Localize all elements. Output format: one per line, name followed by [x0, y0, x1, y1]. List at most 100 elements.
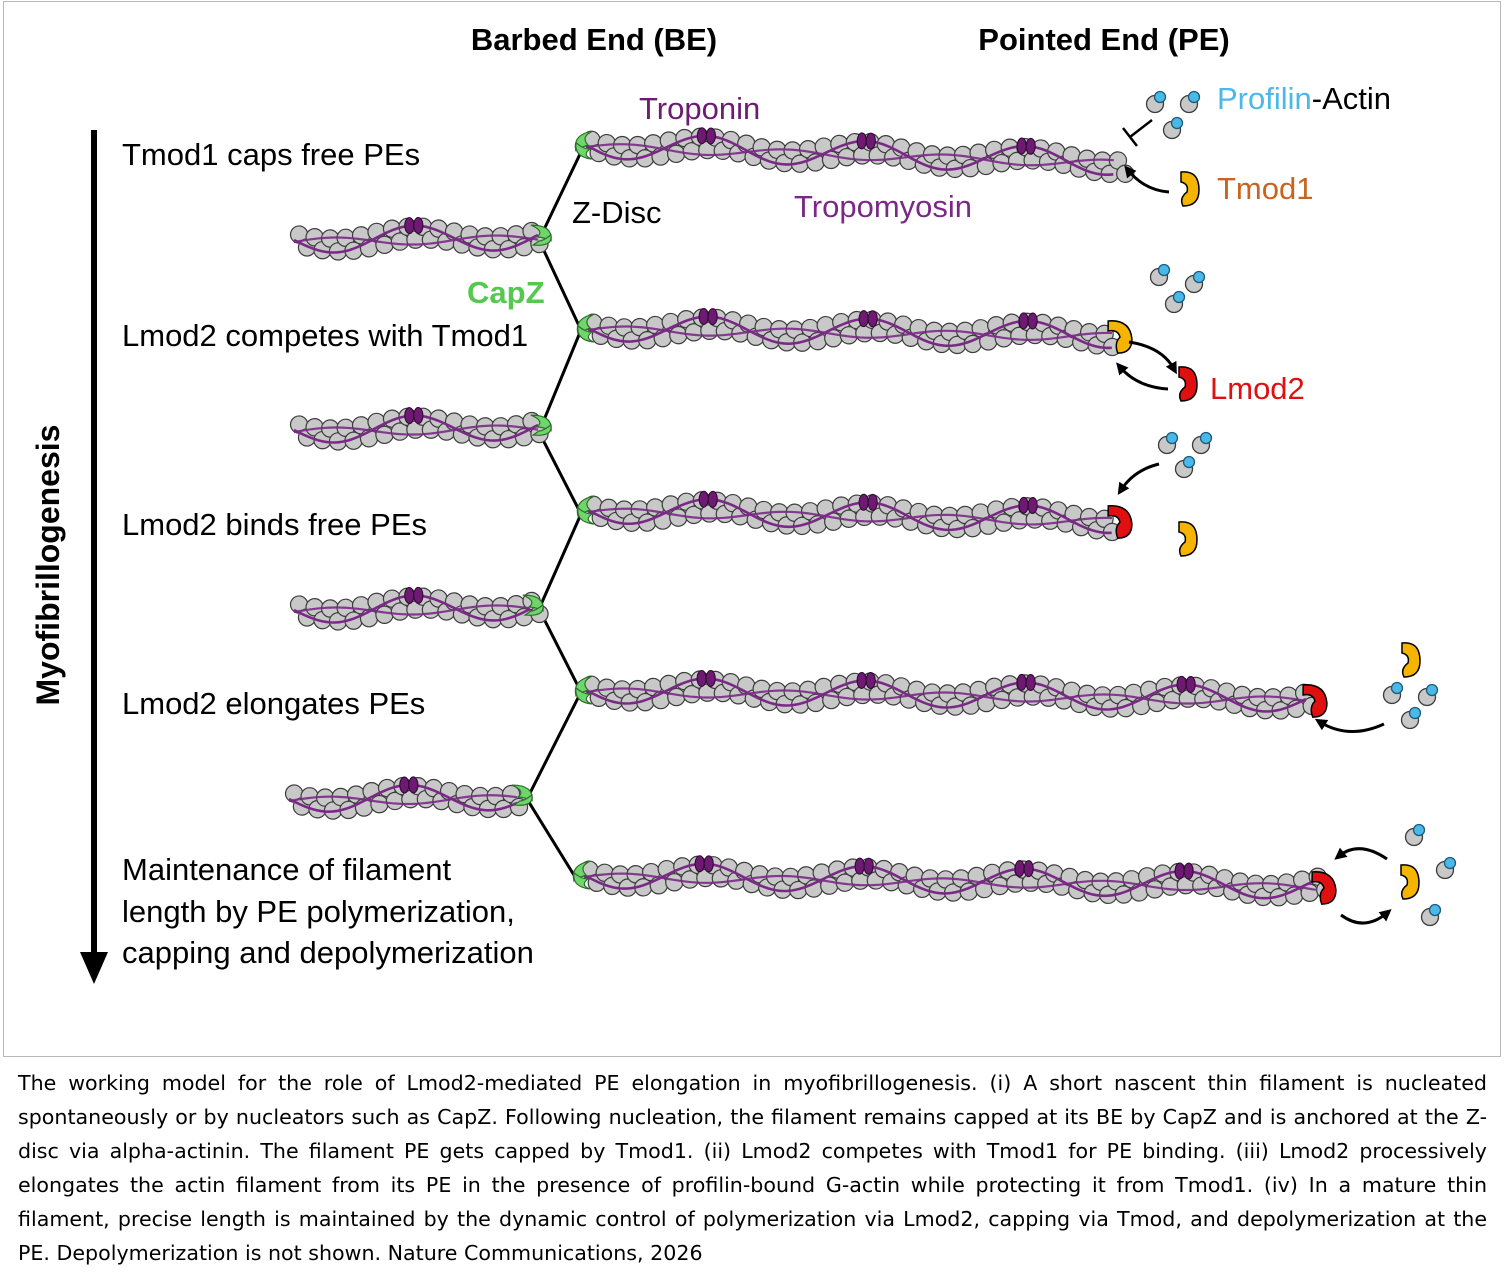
- actin-monomer: [667, 687, 686, 707]
- troponin-subunit: [863, 857, 874, 875]
- profilin-actin-complex: [1191, 431, 1213, 455]
- profilin-actin-label: Profilin-Actin: [1217, 81, 1391, 116]
- troponin-subunit: [1174, 862, 1185, 880]
- profilin-actin-complex: [1145, 90, 1167, 114]
- figure-caption: The working model for the role of Lmod2-…: [18, 1071, 1487, 1265]
- capz-cap: [573, 871, 591, 890]
- lmod2-cap: [1107, 505, 1133, 539]
- barbed-end-header: Barbed End (BE): [471, 22, 717, 57]
- actin-filaments: [284, 127, 1337, 907]
- troponin-subunit: [413, 406, 424, 424]
- troponin-subunit: [867, 310, 878, 328]
- tropomyosin-strand: [293, 604, 531, 616]
- troponin-subunit: [858, 310, 869, 328]
- troponin-subunit: [854, 857, 865, 875]
- troponin-subunit: [696, 127, 707, 145]
- z-disc-line: [525, 151, 583, 881]
- troponin-subunit: [707, 308, 718, 326]
- step-3-label: Lmod2 binds free PEs: [122, 507, 427, 542]
- tropomyosin-strand: [293, 424, 539, 436]
- step-4-label: Lmod2 elongates PEs: [122, 686, 425, 721]
- actin-monomer: [375, 235, 394, 255]
- capz-cap: [511, 784, 533, 802]
- actin-monomer: [370, 794, 389, 814]
- capz-cap: [577, 324, 595, 343]
- troponin-subunit: [865, 672, 876, 690]
- lmod2-cap: [1311, 871, 1337, 905]
- capz-label: CapZ: [467, 275, 545, 310]
- step-5-label-line-3: capping and depolymerization: [122, 935, 534, 970]
- profilin-label: Profilin: [1217, 81, 1312, 116]
- myofibrillogenesis-label: Myofibrillogenesis: [30, 425, 66, 706]
- capz-cap: [577, 506, 594, 525]
- tropomyosin-label: Tropomyosin: [794, 189, 972, 224]
- troponin-subunit: [856, 671, 867, 689]
- actin-monomer: [666, 144, 686, 164]
- capz-cap: [575, 686, 593, 705]
- filament: [574, 127, 1135, 184]
- tmod1-molecule: [1401, 642, 1421, 678]
- capz-cap: [530, 414, 552, 432]
- profilin-actin-complex: [1400, 706, 1422, 730]
- troponin-subunit: [1018, 496, 1029, 514]
- troponin-subunit: [1016, 673, 1027, 691]
- capz-cap: [575, 141, 592, 160]
- z-disc-label: Z-Disc: [572, 195, 662, 230]
- profilin: [1172, 290, 1186, 304]
- troponin-subunit: [1014, 860, 1025, 878]
- profilin: [1443, 856, 1457, 870]
- profilin: [1428, 903, 1442, 917]
- troponin-subunit: [1016, 137, 1027, 155]
- profilin-actin-complex: [1164, 290, 1186, 314]
- profilin: [1425, 683, 1439, 697]
- profilin: [1182, 455, 1196, 469]
- myofibrillogenesis-diagram: Barbed End (BE) Pointed End (PE) Myofibr…: [30, 22, 1457, 984]
- profilin-actin-complex: [1435, 856, 1457, 880]
- troponin-subunit: [865, 132, 876, 150]
- depolymerization-arrow-5: [1340, 909, 1392, 925]
- profilin-actin-complex: [1174, 455, 1196, 479]
- profilin-actin-complex: [1162, 116, 1184, 140]
- free-molecules: [1145, 90, 1457, 927]
- troponin-subunit: [698, 308, 709, 326]
- filament: [576, 308, 1133, 357]
- pointed-end-header: Pointed End (PE): [978, 22, 1229, 57]
- profilin-actin-complex: [1417, 683, 1439, 707]
- inhibition-line: [1129, 119, 1153, 138]
- troponin-subunit: [1023, 860, 1034, 878]
- capz-cap: [523, 603, 544, 616]
- actin-addition-arrow-3: [1117, 462, 1160, 496]
- filament: [284, 776, 533, 820]
- filament: [576, 490, 1133, 542]
- profilin: [1165, 431, 1179, 445]
- troponin-subunit: [1025, 674, 1036, 692]
- tmod1-label: Tmod1: [1217, 171, 1313, 206]
- profilin-actin-complex: [1157, 431, 1179, 455]
- troponin-subunit: [413, 216, 424, 234]
- actin-monomer: [665, 873, 684, 892]
- actin-monomer: [1147, 693, 1166, 713]
- profilin-actin-complex: [1179, 90, 1201, 114]
- filament: [289, 406, 552, 451]
- troponin-subunit: [707, 490, 718, 508]
- troponin-subunit: [698, 490, 709, 508]
- profilin-actin-complex: [1149, 263, 1171, 287]
- troponin-label: Troponin: [639, 91, 760, 126]
- step-1-label: Tmod1 caps free PEs: [122, 137, 420, 172]
- profilin: [1199, 431, 1213, 445]
- profilin: [1170, 116, 1184, 130]
- tropomyosin-strand: [587, 507, 1112, 526]
- tmod1-to-lmod2-arrow: [1128, 340, 1177, 375]
- filament: [572, 855, 1337, 907]
- troponin-subunit: [408, 776, 419, 794]
- filament: [289, 586, 549, 631]
- troponin-subunit: [705, 127, 716, 145]
- troponin-subunit: [1027, 496, 1038, 514]
- capz-cap: [522, 594, 544, 612]
- profilin-actin-complex: [1404, 823, 1426, 847]
- capz-cap: [530, 224, 552, 242]
- tropomyosin-strand: [587, 325, 1113, 341]
- profilin: [1157, 263, 1171, 277]
- tmod1-molecule: [1180, 171, 1200, 207]
- filament: [289, 216, 552, 261]
